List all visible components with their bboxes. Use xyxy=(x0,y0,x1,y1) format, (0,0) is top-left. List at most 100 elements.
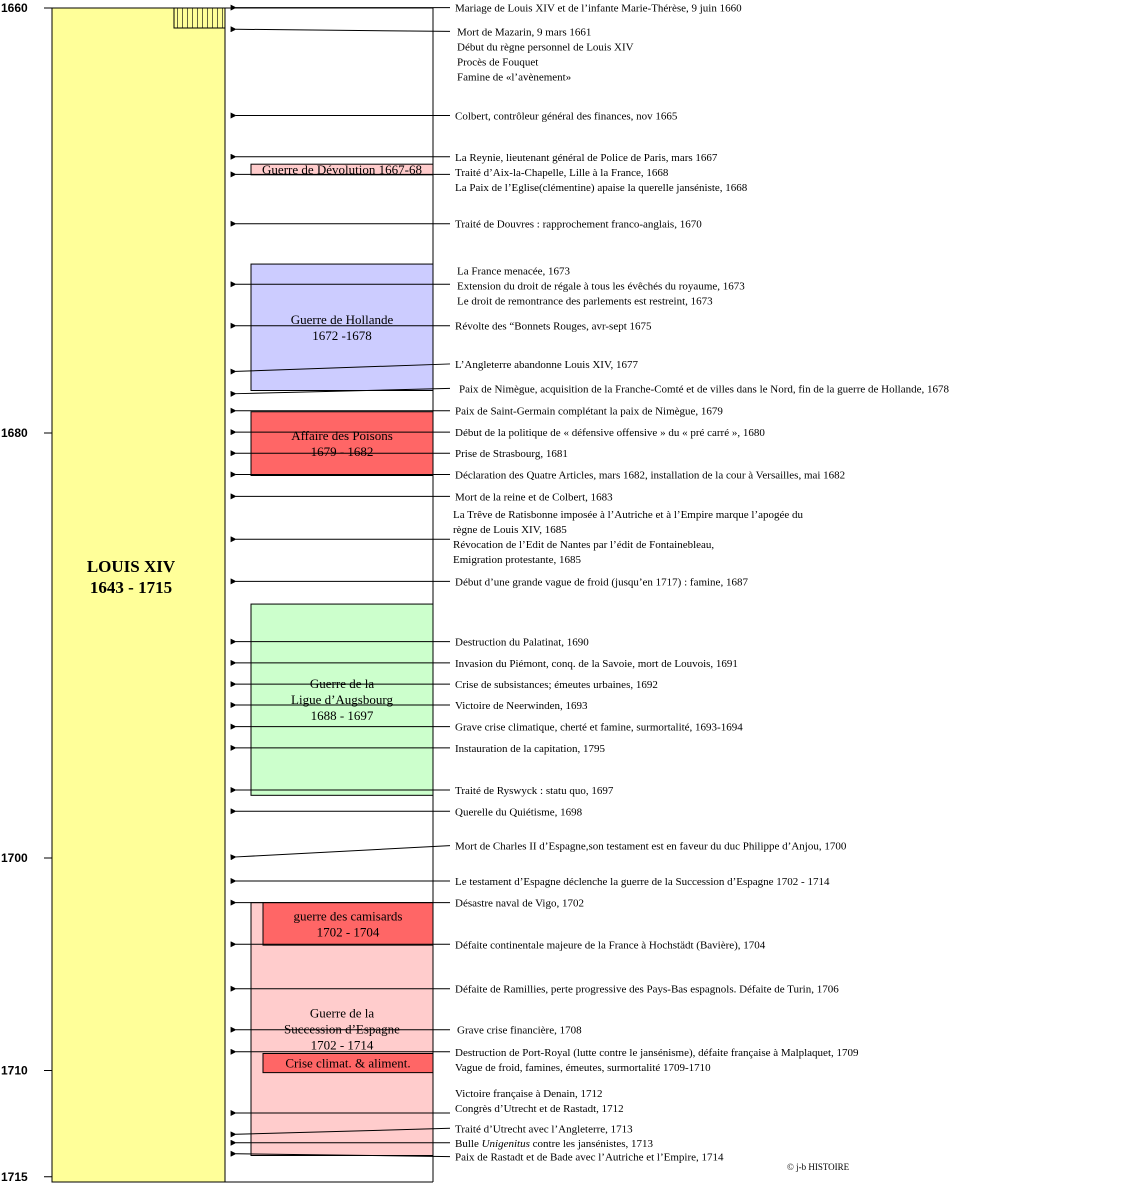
period-box-label: 1702 - 1714 xyxy=(311,1038,374,1053)
event-text: Victoire française à Denain, 1712 xyxy=(455,1088,602,1100)
year-tick-label: 1700 xyxy=(1,851,28,865)
event-item: Destruction du Palatinat, 1690 xyxy=(230,637,589,649)
event-text: Mort de Charles II d’Espagne,son testame… xyxy=(455,841,847,853)
year-tick-label: 1680 xyxy=(1,426,28,440)
event-text: L’Angleterre abandonne Louis XIV, 1677 xyxy=(455,359,638,371)
event-item: La Trêve de Ratisbonne imposée à l’Autri… xyxy=(230,509,804,566)
year-tick-label: 1715 xyxy=(1,1170,28,1184)
event-text: Traité d’Aix-la-Chapelle, Lille à la Fra… xyxy=(455,167,669,179)
event-text: Destruction de Port-Royal (lutte contre … xyxy=(455,1047,859,1059)
period-box-label: 1679 - 1682 xyxy=(311,444,374,459)
period-box-label: Crise climat. & aliment. xyxy=(285,1056,410,1071)
events: Mariage de Louis XIV et de l’infante Mar… xyxy=(230,3,949,1164)
event-text: Révolte des “Bonnets Rouges, avr-sept 16… xyxy=(455,321,652,333)
period-box-label: 1702 - 1704 xyxy=(317,924,380,939)
event-text: Début de la politique de « défensive off… xyxy=(455,427,765,439)
event-item: La Reynie, lieutenant général de Police … xyxy=(230,152,748,194)
period-box-label: Ligue d’Augsbourg xyxy=(291,692,393,707)
event-text: Destruction du Palatinat, 1690 xyxy=(455,637,589,649)
event-text: Prise de Strasbourg, 1681 xyxy=(455,448,568,460)
event-item: Traité de Ryswyck : statu quo, 1697 xyxy=(230,785,614,797)
period-box-label: Affaire des Poisons xyxy=(291,428,393,443)
event-text: Mort de Mazarin, 9 mars 1661 xyxy=(457,26,591,38)
event-text: La Reynie, lieutenant général de Police … xyxy=(455,152,718,164)
reign-start-marker xyxy=(173,7,226,29)
event-text: Révocation de l’Edit de Nantes par l’édi… xyxy=(453,539,714,551)
period-box-rect xyxy=(262,1053,434,1074)
event-text: Grave crise climatique, cherté et famine… xyxy=(455,722,743,734)
event-text: Extension du droit de régale à tous les … xyxy=(457,280,745,292)
event-text: Paix de Saint-Germain complétant la paix… xyxy=(455,406,723,418)
period-box-label: Guerre de Dévolution 1667-68 xyxy=(262,162,422,177)
event-item: Paix de Nimègue, acquisition de la Franc… xyxy=(230,383,949,397)
event-arrow xyxy=(230,26,451,33)
event-text: Congrès d’Utrecht et de Rastadt, 1712 xyxy=(455,1103,624,1115)
event-text: Le testament d’Espagne déclenche la guer… xyxy=(455,876,830,888)
event-text: Défaite de Ramillies, perte progressive … xyxy=(455,984,839,996)
event-item: Destruction de Port-Royal (lutte contre … xyxy=(230,1047,859,1074)
period-box-label: 1688 - 1697 xyxy=(311,708,374,723)
event-item: Traité de Douvres : rapprochement franco… xyxy=(230,219,702,231)
event-text: Crise de subsistances; émeutes urbaines,… xyxy=(455,679,658,691)
event-item: L’Angleterre abandonne Louis XIV, 1677 xyxy=(230,359,638,375)
period-box-crise: Crise climat. & aliment. xyxy=(262,1053,434,1074)
period-box-label: Guerre de la xyxy=(310,1006,374,1021)
event-item: Paix de Rastadt et de Bade avec l’Autric… xyxy=(230,1150,724,1164)
event-item: Le testament d’Espagne déclenche la guer… xyxy=(230,876,830,888)
event-arrow xyxy=(230,1127,451,1138)
event-text: règne de Louis XIV, 1685 xyxy=(453,524,567,536)
period-box-label: Succession d’Espagne xyxy=(284,1022,400,1037)
event-item: Invasion du Piémont, conq. de la Savoie,… xyxy=(230,658,738,670)
event-item: Révolte des “Bonnets Rouges, avr-sept 16… xyxy=(230,321,652,333)
event-text: Querelle du Quiétisme, 1698 xyxy=(455,806,583,818)
event-arrow xyxy=(230,1150,451,1158)
reign-bar xyxy=(51,7,226,1183)
event-item: Mort de Charles II d’Espagne,son testame… xyxy=(230,841,847,861)
event-text: Emigration protestante, 1685 xyxy=(453,554,581,566)
event-text: Début du règne personnel de Louis XIV xyxy=(457,41,634,53)
event-item: Début de la politique de « défensive off… xyxy=(230,427,765,439)
event-text: Grave crise financière, 1708 xyxy=(457,1025,582,1037)
event-text: Déclaration des Quatre Articles, mars 16… xyxy=(455,469,845,481)
event-item: Grave crise climatique, cherté et famine… xyxy=(230,722,743,734)
period-box-rect xyxy=(250,603,434,796)
event-arrow xyxy=(230,387,451,397)
event-text: Instauration de la capitation, 1795 xyxy=(455,743,605,755)
event-item: Prise de Strasbourg, 1681 xyxy=(230,448,568,460)
event-text: Bulle Unigenitus contre les jansénistes,… xyxy=(455,1138,653,1150)
event-arrow xyxy=(230,845,451,861)
reign-years: 1643 - 1715 xyxy=(90,578,172,597)
event-item: Mort de la reine et de Colbert, 1683 xyxy=(230,491,613,503)
event-item: Bulle Unigenitus contre les jansénistes,… xyxy=(230,1138,653,1150)
event-text: Vague de froid, famines, émeutes, surmor… xyxy=(455,1062,711,1074)
event-text: Mort de la reine et de Colbert, 1683 xyxy=(455,491,613,503)
event-item: Crise de subsistances; émeutes urbaines,… xyxy=(230,679,658,691)
event-item: Défaite de Ramillies, perte progressive … xyxy=(230,984,839,996)
event-text: Traité d’Utrecht avec l’Angleterre, 1713 xyxy=(455,1123,633,1135)
event-item: Querelle du Quiétisme, 1698 xyxy=(230,806,583,818)
event-text: Traité de Douvres : rapprochement franco… xyxy=(455,219,702,231)
period-box-rect xyxy=(262,902,434,946)
event-text: Traité de Ryswyck : statu quo, 1697 xyxy=(455,785,614,797)
event-text: Le droit de remontrance des parlements e… xyxy=(457,295,713,307)
event-text: Désastre naval de Vigo, 1702 xyxy=(455,898,584,910)
event-item: Victoire française à Denain, 1712Congrès… xyxy=(230,1088,624,1116)
event-item: Déclaration des Quatre Articles, mars 16… xyxy=(230,469,845,481)
event-text: Colbert, contrôleur général des finances… xyxy=(455,111,678,123)
event-item: Désastre naval de Vigo, 1702 xyxy=(230,898,584,910)
event-text: Famine de «l’avènement» xyxy=(457,71,571,83)
event-item: Victoire de Neerwinden, 1693 xyxy=(230,700,588,712)
event-item: Instauration de la capitation, 1795 xyxy=(230,743,605,755)
event-item: Mariage de Louis XIV et de l’infante Mar… xyxy=(230,3,742,15)
event-text: La Paix de l’Eglise(clémentine) apaise l… xyxy=(455,182,748,194)
event-text: Mariage de Louis XIV et de l’infante Mar… xyxy=(455,3,742,15)
year-tick-label: 1710 xyxy=(1,1064,28,1078)
event-text: Paix de Rastadt et de Bade avec l’Autric… xyxy=(455,1152,724,1164)
